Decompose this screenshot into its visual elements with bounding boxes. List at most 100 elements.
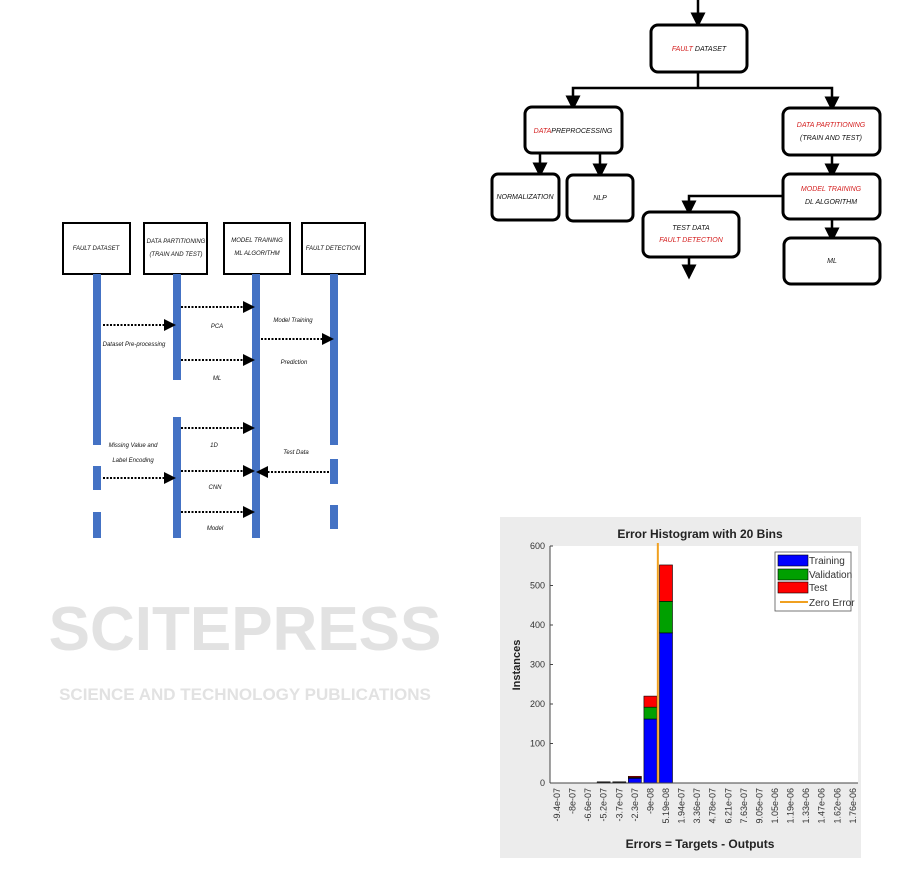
chart-title: Error Histogram with 20 Bins bbox=[617, 527, 783, 541]
lifeline bbox=[93, 512, 101, 538]
data-preprocessing-label: DATAPREPROCESSING bbox=[534, 128, 613, 135]
bar-training bbox=[659, 632, 673, 784]
y-axis-label: Instances bbox=[511, 640, 523, 691]
bar-validation bbox=[643, 706, 658, 720]
connector-split bbox=[571, 86, 834, 104]
bar-test bbox=[659, 564, 673, 602]
nlp-label: NLP bbox=[593, 195, 607, 202]
y-tick-label: 500 bbox=[530, 581, 545, 591]
x-axis-label: Errors = Targets - Outputs bbox=[626, 837, 775, 851]
normalization-box bbox=[490, 172, 561, 222]
data-partitioning-sublabel: (TRAIN AND TEST) bbox=[800, 135, 862, 142]
participant-sublabel: (TRAIN AND TEST) bbox=[149, 252, 202, 258]
x-tick-label: 1.47e-06 bbox=[817, 788, 827, 824]
error-histogram: Error Histogram with 20 Bins Errors = Ta… bbox=[500, 517, 861, 858]
data-preprocessing-box bbox=[523, 105, 624, 155]
message-test-data: Test Data bbox=[283, 450, 309, 456]
ml-label: ML bbox=[827, 258, 837, 265]
message-dataset-preprocessing: Dataset Pre-processing bbox=[103, 342, 166, 348]
y-tick-label: 400 bbox=[530, 620, 545, 630]
lifeline bbox=[93, 274, 101, 445]
x-tick-label: -9.4e-07 bbox=[552, 788, 562, 822]
x-tick-label: -9e-08 bbox=[645, 788, 655, 814]
message-pca: PCA bbox=[211, 324, 223, 330]
x-tick-label: 3.36e-07 bbox=[692, 788, 702, 824]
x-tick-label: -5.2e-07 bbox=[599, 788, 609, 822]
participant-data-partitioning bbox=[143, 222, 208, 275]
participant-model-training bbox=[223, 222, 291, 275]
legend-test: Test bbox=[809, 583, 828, 594]
model-training-label: MODEL TRAINING bbox=[801, 186, 862, 193]
model-training-sublabel: DL ALGORITHM bbox=[805, 199, 857, 206]
y-tick-label: 600 bbox=[530, 541, 545, 551]
legend: Training Validation Test Zero Error bbox=[774, 551, 855, 612]
connector-test bbox=[681, 194, 783, 216]
bar-training bbox=[628, 777, 642, 784]
test-data-box bbox=[641, 210, 741, 259]
x-tick-label: 5.19e-08 bbox=[661, 788, 671, 824]
legend-validation: Validation bbox=[809, 570, 852, 581]
legend-swatch-test bbox=[777, 581, 809, 594]
ml-box bbox=[782, 236, 882, 286]
x-tick-label: 1.19e-06 bbox=[786, 788, 796, 824]
x-tick-label: -3.7e-07 bbox=[614, 788, 624, 822]
message-prediction: Prediction bbox=[281, 360, 308, 366]
message-ml: ML bbox=[213, 376, 221, 382]
data-partitioning-label: DATA PARTITIONING bbox=[797, 122, 866, 129]
model-training-box bbox=[781, 172, 882, 221]
message-label-encoding: Label Encoding bbox=[112, 458, 154, 464]
message-model-training: Model Training bbox=[273, 318, 313, 324]
flowchart: FAULT DATASET DATAPREPROCESSING DATA PAR… bbox=[490, 0, 882, 286]
x-tick-label: -8e-07 bbox=[568, 788, 578, 814]
watermark-main: SCITEPRESS bbox=[49, 595, 442, 664]
x-tick-label: -2.3e-07 bbox=[630, 788, 640, 822]
participant-label: MODEL TRAINING bbox=[231, 238, 283, 244]
watermark: SCITEPRESS SCIENCE AND TECHNOLOGY PUBLIC… bbox=[49, 595, 442, 704]
lifeline bbox=[93, 466, 101, 490]
lifelines bbox=[93, 274, 338, 538]
x-tick-label: 9.05e-07 bbox=[754, 788, 764, 824]
test-data-label: TEST DATA bbox=[672, 225, 710, 232]
y-tick-label: 100 bbox=[530, 739, 545, 749]
watermark-sub: SCIENCE AND TECHNOLOGY PUBLICATIONS bbox=[59, 685, 431, 704]
bar-test bbox=[628, 775, 642, 778]
x-tick-label: -6.6e-07 bbox=[583, 788, 593, 822]
sequence-diagram: FAULT DATASET DATA PARTITIONING (TRAIN A… bbox=[62, 222, 366, 538]
message-1d: 1D bbox=[210, 443, 218, 449]
y-tick-label: 200 bbox=[530, 699, 545, 709]
x-tick-label: 1.94e-07 bbox=[677, 788, 687, 824]
bar-validation bbox=[659, 600, 673, 634]
y-tick-label: 0 bbox=[540, 778, 545, 788]
legend-zero-error: Zero Error bbox=[809, 598, 855, 609]
participant-label: FAULT DATASET bbox=[73, 246, 121, 252]
fault-dataset-label: FAULT DATASET bbox=[672, 46, 727, 53]
participant-sublabel: ML ALGORITHM bbox=[234, 251, 279, 257]
x-ticks: -9.4e-07 -8e-07 -6.6e-07 -5.2e-07 -3.7e-07 -2… bbox=[552, 788, 858, 824]
y-tick-label: 300 bbox=[530, 660, 545, 670]
bar-training bbox=[643, 718, 658, 784]
lifeline bbox=[252, 274, 260, 538]
x-tick-label: 7.63e-07 bbox=[739, 788, 749, 824]
legend-swatch-validation bbox=[777, 568, 809, 581]
lifeline bbox=[173, 417, 181, 538]
x-tick-label: 1.76e-06 bbox=[848, 788, 858, 824]
legend-swatch-training bbox=[777, 554, 809, 567]
x-tick-label: 1.62e-06 bbox=[832, 788, 842, 824]
participant-fault-detection bbox=[301, 222, 366, 275]
message-cnn: CNN bbox=[209, 485, 223, 491]
lifeline bbox=[330, 274, 338, 445]
lifeline bbox=[173, 274, 181, 380]
legend-training: Training bbox=[809, 556, 845, 567]
x-tick-label: 4.78e-07 bbox=[708, 788, 718, 824]
x-tick-label: 6.21e-07 bbox=[723, 788, 733, 824]
message-model: Model bbox=[207, 526, 224, 532]
normalization-label: NORMALIZATION bbox=[496, 194, 554, 201]
participant-label: DATA PARTITIONING bbox=[147, 239, 206, 245]
participant-fault-dataset bbox=[62, 222, 131, 275]
bar-test bbox=[643, 695, 658, 708]
nlp-box bbox=[565, 173, 635, 223]
fault-detection-label: FAULT DETECTION bbox=[659, 237, 723, 244]
lifeline bbox=[330, 505, 338, 529]
message-missing-value: Missing Value and bbox=[109, 443, 158, 449]
